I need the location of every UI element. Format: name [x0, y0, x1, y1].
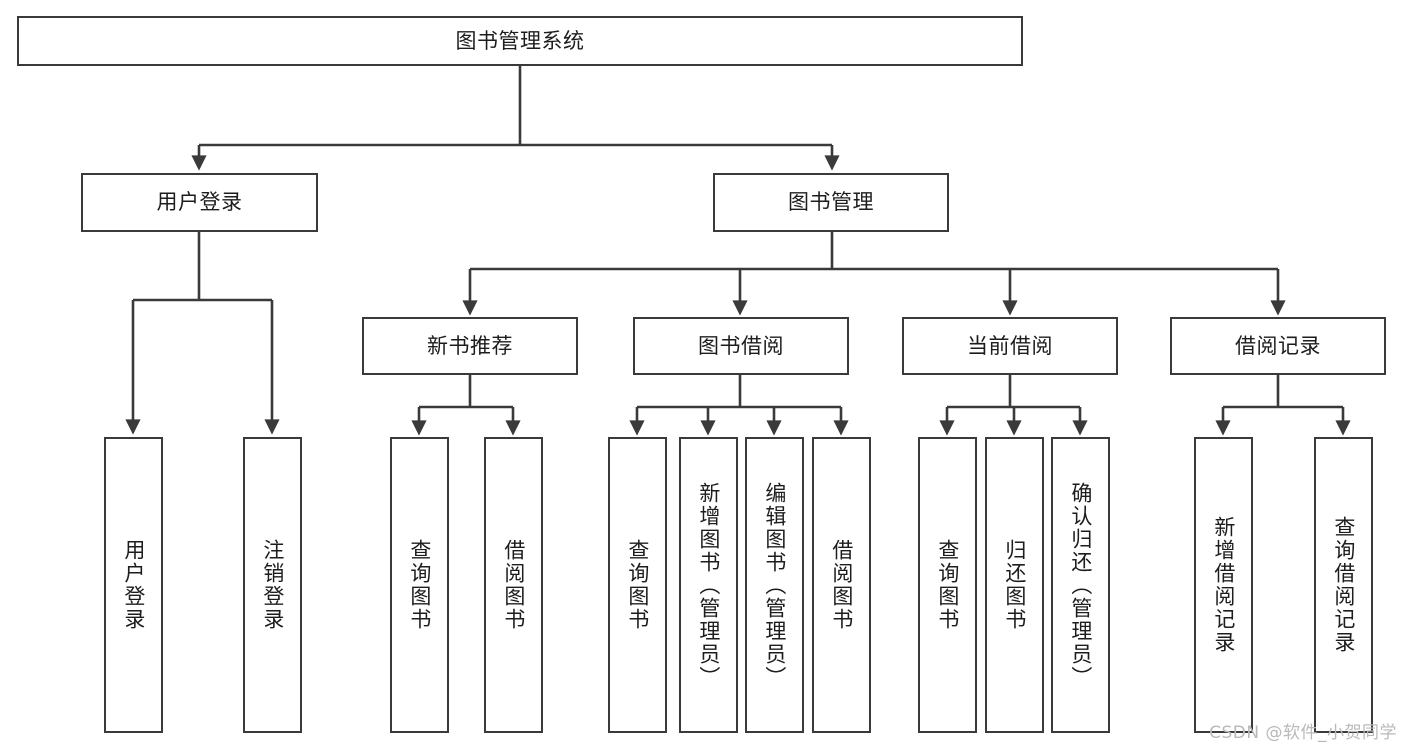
node-label: 当前借阅: [967, 333, 1053, 358]
leaf-recommend-borrow-book[interactable]: 借阅图书: [484, 437, 543, 733]
node-label: 查询借阅记录: [1331, 516, 1356, 654]
leaf-current-return-book[interactable]: 归还图书: [985, 437, 1044, 733]
leaf-user-login-logout[interactable]: 注销登录: [243, 437, 302, 733]
node-label: 新增图书（管理员）: [696, 481, 721, 689]
node-root-book-management-system[interactable]: 图书管理系统: [17, 16, 1023, 66]
node-borrow-record[interactable]: 借阅记录: [1170, 317, 1386, 375]
node-label: 用户登录: [121, 539, 146, 631]
node-current-borrow[interactable]: 当前借阅: [902, 317, 1118, 375]
node-label: 注销登录: [260, 539, 285, 631]
node-label: 图书借阅: [698, 333, 784, 358]
node-label: 归还图书: [1002, 539, 1027, 631]
leaf-borrow-edit-book-admin[interactable]: 编辑图书（管理员）: [745, 437, 804, 733]
node-label: 编辑图书（管理员）: [762, 481, 787, 689]
node-label: 图书管理系统: [455, 28, 585, 53]
leaf-borrow-add-book-admin[interactable]: 新增图书（管理员）: [679, 437, 738, 733]
csdn-watermark: CSDN @软件_小贺同学: [1209, 723, 1397, 743]
node-new-book-recommend[interactable]: 新书推荐: [362, 317, 578, 375]
leaf-record-query-record[interactable]: 查询借阅记录: [1314, 437, 1373, 733]
node-label: 确认归还（管理员）: [1068, 481, 1093, 689]
leaf-recommend-query-book[interactable]: 查询图书: [390, 437, 449, 733]
node-label: 新书推荐: [427, 333, 513, 358]
node-label: 借阅图书: [501, 539, 526, 631]
leaf-borrow-query-book[interactable]: 查询图书: [608, 437, 667, 733]
node-label: 查询图书: [407, 539, 432, 631]
node-label: 用户登录: [156, 190, 243, 215]
leaf-user-login-login[interactable]: 用户登录: [104, 437, 163, 733]
node-label: 查询图书: [625, 539, 650, 631]
leaf-current-query-book[interactable]: 查询图书: [918, 437, 977, 733]
node-label: 图书管理: [788, 190, 874, 215]
leaf-borrow-borrow-book[interactable]: 借阅图书: [812, 437, 871, 733]
node-label: 查询图书: [935, 539, 960, 631]
node-label: 新增借阅记录: [1211, 516, 1236, 654]
leaf-current-confirm-return-admin[interactable]: 确认归还（管理员）: [1051, 437, 1110, 733]
node-user-login[interactable]: 用户登录: [81, 173, 318, 232]
node-label: 借阅记录: [1235, 333, 1321, 358]
node-book-borrow[interactable]: 图书借阅: [633, 317, 849, 375]
node-label: 借阅图书: [829, 539, 854, 631]
leaf-record-add-record[interactable]: 新增借阅记录: [1194, 437, 1253, 733]
node-book-management[interactable]: 图书管理: [713, 173, 949, 232]
